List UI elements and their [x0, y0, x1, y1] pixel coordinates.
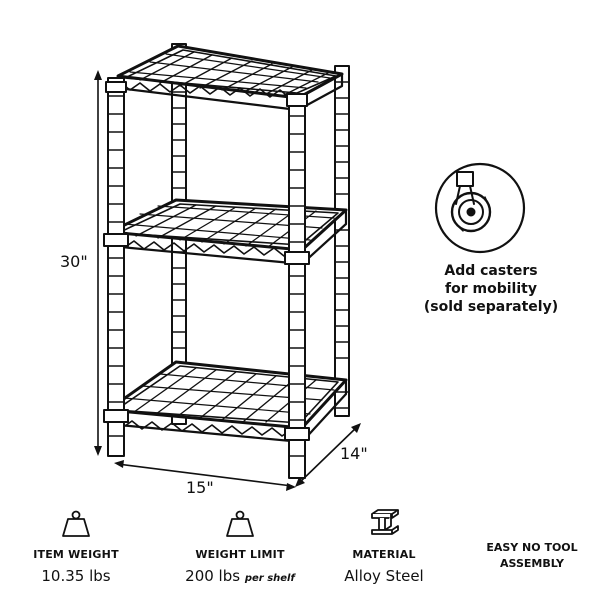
spec-value: Alloy Steel — [344, 567, 424, 585]
assembly-line: EASY NO TOOL — [486, 541, 578, 554]
spec-value-suffix: per shelf — [244, 573, 295, 584]
caster-icon — [434, 162, 526, 254]
caster-note: Add casters for mobility (sold separatel… — [396, 262, 586, 316]
depth-label: 14" — [340, 444, 368, 463]
weight-icon — [62, 510, 90, 537]
weight-icon — [226, 510, 254, 537]
spec-value-number: 200 lbs — [185, 567, 241, 585]
caster-note-line: Add casters — [444, 263, 538, 279]
assembly-line: ASSEMBLY — [500, 557, 564, 570]
spec-label: WEIGHT LIMIT — [195, 548, 285, 561]
steel-beam-icon — [371, 509, 399, 535]
front-right-post — [284, 93, 310, 479]
spec-item-weight: ITEM WEIGHT 10.35 lbs — [22, 548, 130, 585]
front-left-post — [103, 77, 129, 457]
height-label: 30" — [60, 252, 88, 271]
spec-label: ITEM WEIGHT — [33, 548, 119, 561]
caster-note-line: for mobility — [445, 281, 537, 297]
middle-shelf — [108, 198, 348, 266]
back-right-post — [334, 65, 350, 417]
spec-label: MATERIAL — [352, 548, 416, 561]
height-dimension-line — [94, 70, 102, 456]
caster-note-line: (sold separately) — [423, 299, 559, 315]
top-shelf — [116, 44, 344, 112]
width-label: 15" — [186, 478, 214, 497]
width-dimension-line — [114, 460, 296, 491]
spec-item-material: MATERIAL Alloy Steel — [334, 548, 434, 585]
assembly-note: EASY NO TOOL ASSEMBLY — [470, 540, 594, 572]
spec-item-weight-limit: WEIGHT LIMIT 200 lbs per shelf — [170, 548, 310, 585]
wire-shelf-unit — [103, 43, 350, 479]
spec-value: 200 lbs per shelf — [170, 567, 310, 585]
bottom-shelf — [106, 360, 348, 444]
spec-value: 10.35 lbs — [41, 567, 111, 585]
depth-dimension-line — [295, 423, 361, 487]
